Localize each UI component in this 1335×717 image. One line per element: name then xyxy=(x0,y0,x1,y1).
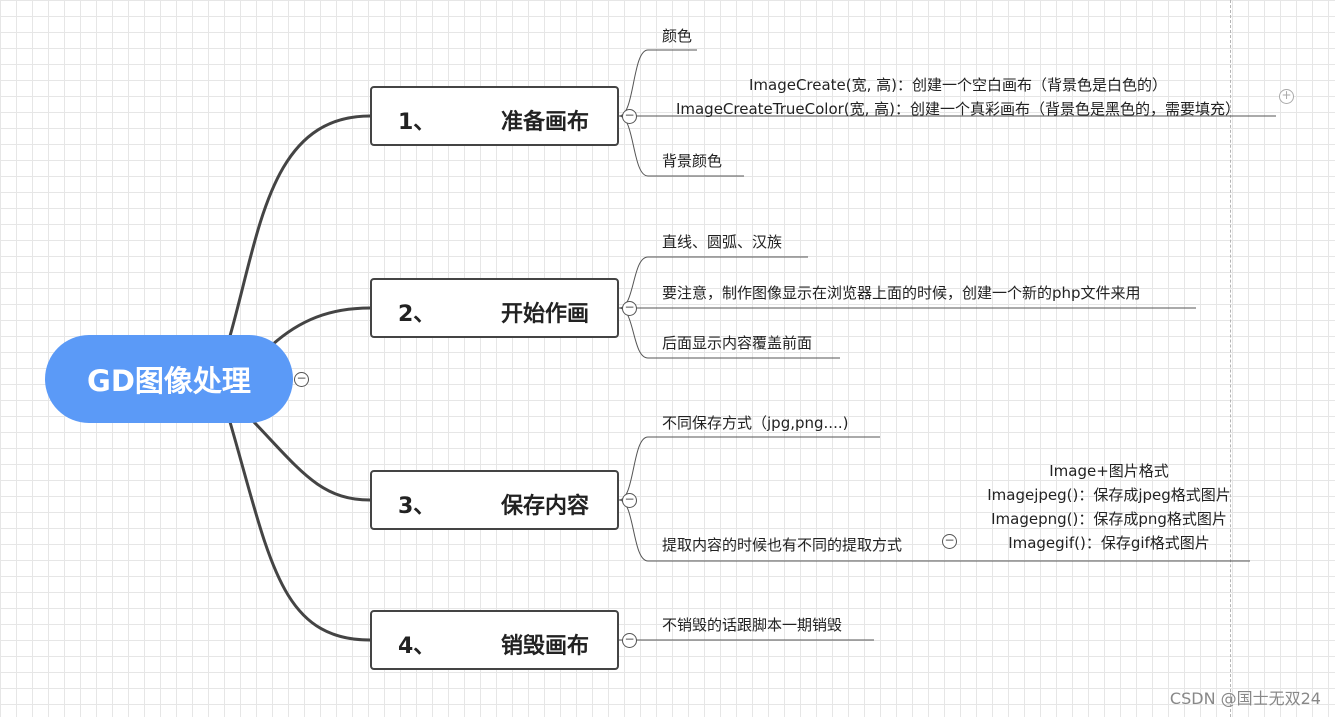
branch-number: 4、 xyxy=(398,634,436,659)
branch-node-2[interactable]: 2、 开始作画 xyxy=(370,278,619,338)
page-boundary-line xyxy=(1230,0,1231,717)
format-line: Imagepng()：保存成png格式图片 xyxy=(991,510,1227,528)
root-label: GD图像处理 xyxy=(87,364,251,398)
branch-2-collapse-icon[interactable]: − xyxy=(622,301,637,316)
branch-node-3[interactable]: 3、 保存内容 xyxy=(370,470,619,530)
branch-3-collapse-icon[interactable]: − xyxy=(622,493,637,508)
branch-4-collapse-icon[interactable]: − xyxy=(622,633,637,648)
leaf-extract[interactable]: 提取内容的时候也有不同的提取方式 xyxy=(662,536,903,554)
expand-icon[interactable]: + xyxy=(1279,89,1294,104)
leaf-color[interactable]: 颜色 xyxy=(662,27,693,45)
branch-title: 销毁画布 xyxy=(500,634,589,659)
leaf-image-create-true-color: ImageCreateTrueColor(宽, 高)：创建一个真彩画布（背景色是… xyxy=(675,100,1241,118)
branch-number: 3、 xyxy=(398,494,436,519)
connector-root-b1 xyxy=(228,114,371,337)
branch-number: 2、 xyxy=(398,302,436,327)
connector-root-b3 xyxy=(250,418,371,502)
branch-title: 准备画布 xyxy=(500,110,589,135)
branch-title: 开始作画 xyxy=(500,302,589,327)
root-node[interactable]: GD图像处理 xyxy=(45,335,293,423)
root-collapse-icon[interactable]: − xyxy=(294,372,309,387)
connector-root-b4 xyxy=(228,421,371,642)
extract-collapse-icon[interactable]: − xyxy=(942,534,957,549)
branch-node-1[interactable]: 1、 准备画布 xyxy=(370,86,619,146)
leaf-shapes[interactable]: 直线、圆弧、汉族 xyxy=(662,233,783,251)
leaf-image-create-group[interactable]: ImageCreate(宽, 高)：创建一个空白画布（背景色是白色的） Imag… xyxy=(660,73,1256,121)
leaf-save-methods[interactable]: 不同保存方式（jpg,png....) xyxy=(662,414,849,432)
branch-node-4[interactable]: 4、 销毁画布 xyxy=(370,610,619,670)
branch-title: 保存内容 xyxy=(500,494,589,519)
leaf-browser-note[interactable]: 要注意，制作图像显示在浏览器上面的时候，创建一个新的php文件来用 xyxy=(662,284,1141,302)
connector-b3-save xyxy=(618,436,880,501)
leaf-image-create: ImageCreate(宽, 高)：创建一个空白画布（背景色是白色的） xyxy=(748,76,1168,94)
format-line: Image+图片格式 xyxy=(1049,462,1169,480)
branch-1-collapse-icon[interactable]: − xyxy=(622,109,637,124)
leaf-overlay[interactable]: 后面显示内容覆盖前面 xyxy=(662,334,813,352)
format-line: Imagegif()：保存gif格式图片 xyxy=(1008,534,1210,552)
branch-number: 1、 xyxy=(398,110,436,135)
format-line: Imagejpeg()：保存成jpeg格式图片 xyxy=(987,486,1231,504)
watermark: CSDN @国士无双24 xyxy=(1169,689,1321,708)
leaf-formats-group[interactable]: Image+图片格式 Imagejpeg()：保存成jpeg格式图片 Image… xyxy=(968,459,1250,555)
leaf-bg-color[interactable]: 背景颜色 xyxy=(662,152,723,170)
leaf-destroy[interactable]: 不销毁的话跟脚本一期销毁 xyxy=(662,616,843,634)
connector-root-b2 xyxy=(271,306,371,347)
